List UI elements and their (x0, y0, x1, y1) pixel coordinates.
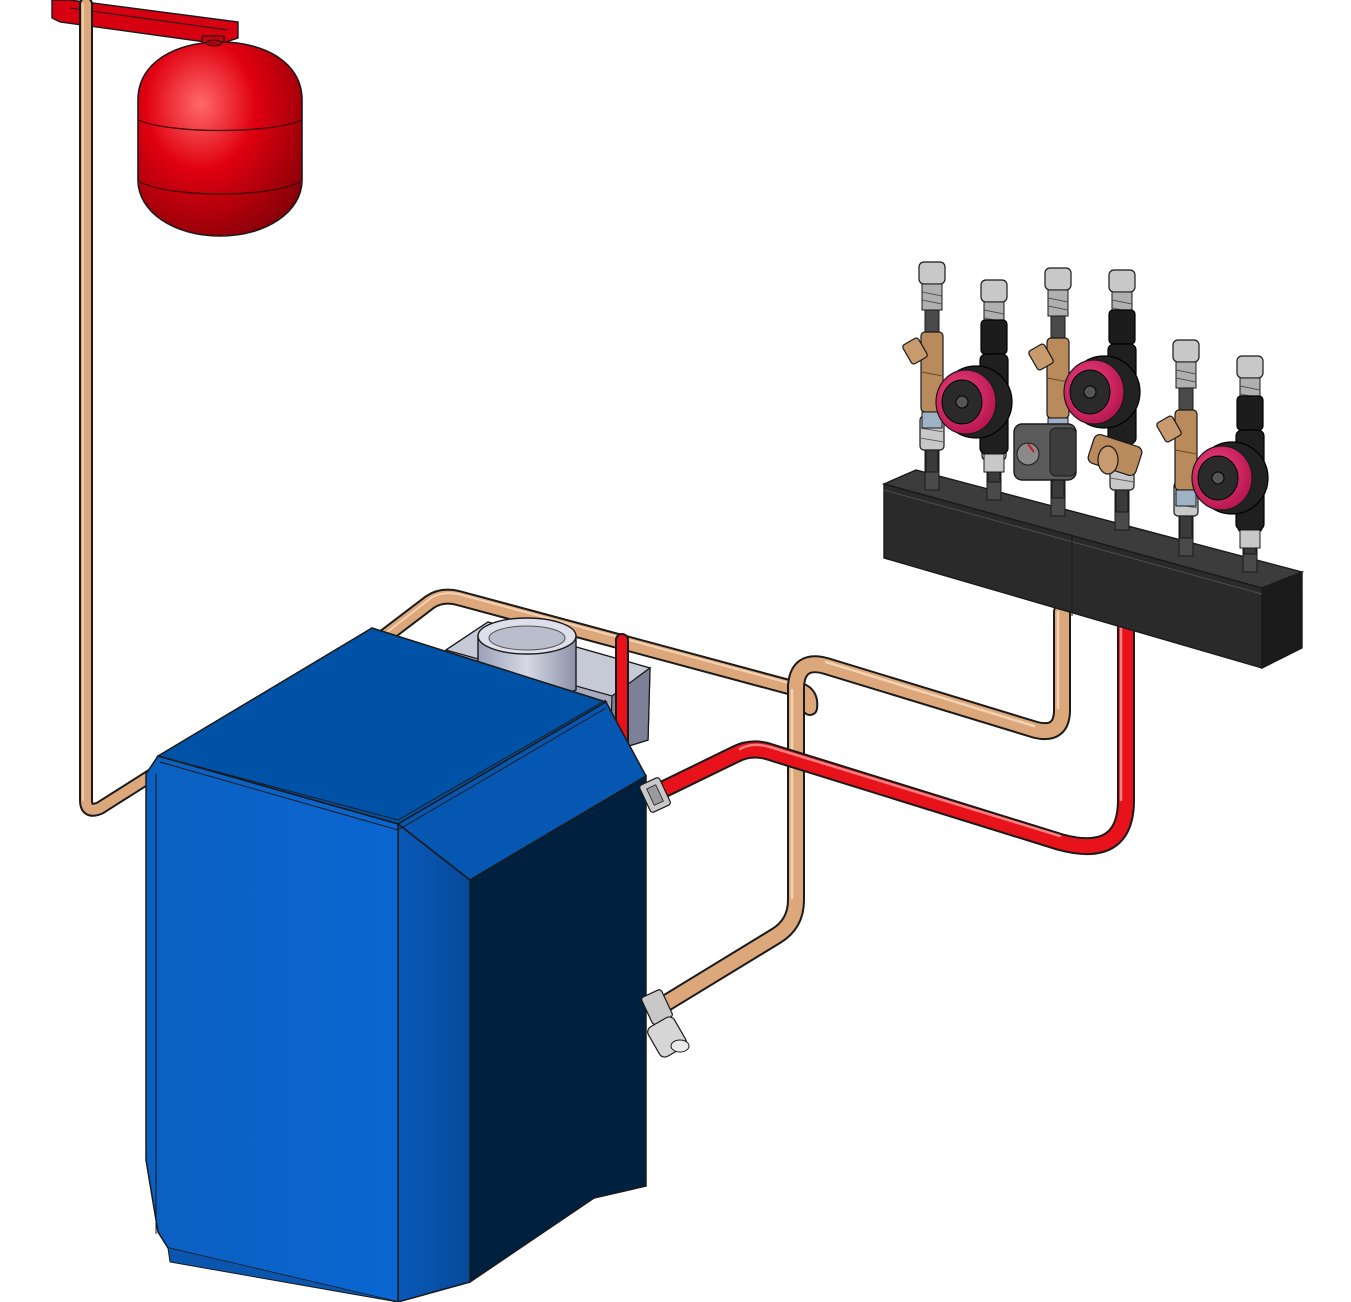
manifold-end (1261, 570, 1303, 670)
circulation-pump-icon (935, 319, 1013, 473)
strainer-valve-icon (902, 331, 944, 429)
supply-pipe (615, 613, 1135, 856)
valve-actuator-icon (1013, 423, 1077, 481)
tank-bracket (51, 0, 239, 45)
return-pipe-main (649, 603, 1071, 1017)
return-pipe-top (372, 588, 819, 716)
mixing-valve-icon (1013, 423, 1143, 481)
manifold-circuit-4 (1063, 269, 1141, 531)
manifold-circuit-2 (935, 279, 1013, 501)
circulation-pump-icon (1191, 395, 1269, 549)
boiler-return-fitting (641, 989, 690, 1058)
shutoff-valve-icon (918, 261, 946, 311)
circulation-pump-icon (1063, 309, 1141, 463)
boiler-front (145, 755, 399, 1302)
manifold-circuit-3 (1028, 267, 1072, 517)
shutoff-valve-icon (1172, 339, 1200, 389)
boiler-mid-panel (397, 822, 471, 1302)
boiler-supply-fitting (639, 777, 671, 813)
expansion-pipe (79, 0, 167, 817)
manifold-circuits (902, 261, 1269, 573)
expansion-tank-body (137, 41, 303, 237)
manifold-circuit-6 (1191, 355, 1269, 573)
manifold-circuit-1 (902, 261, 946, 491)
boiler-icon (145, 627, 648, 1302)
expansion-vessel-icon (51, 0, 303, 237)
strainer-valve-icon (1028, 337, 1070, 435)
manifold-circuit-5 (1156, 339, 1200, 557)
strainer-valve-icon (1156, 409, 1198, 507)
shutoff-valve-icon (1044, 267, 1072, 317)
